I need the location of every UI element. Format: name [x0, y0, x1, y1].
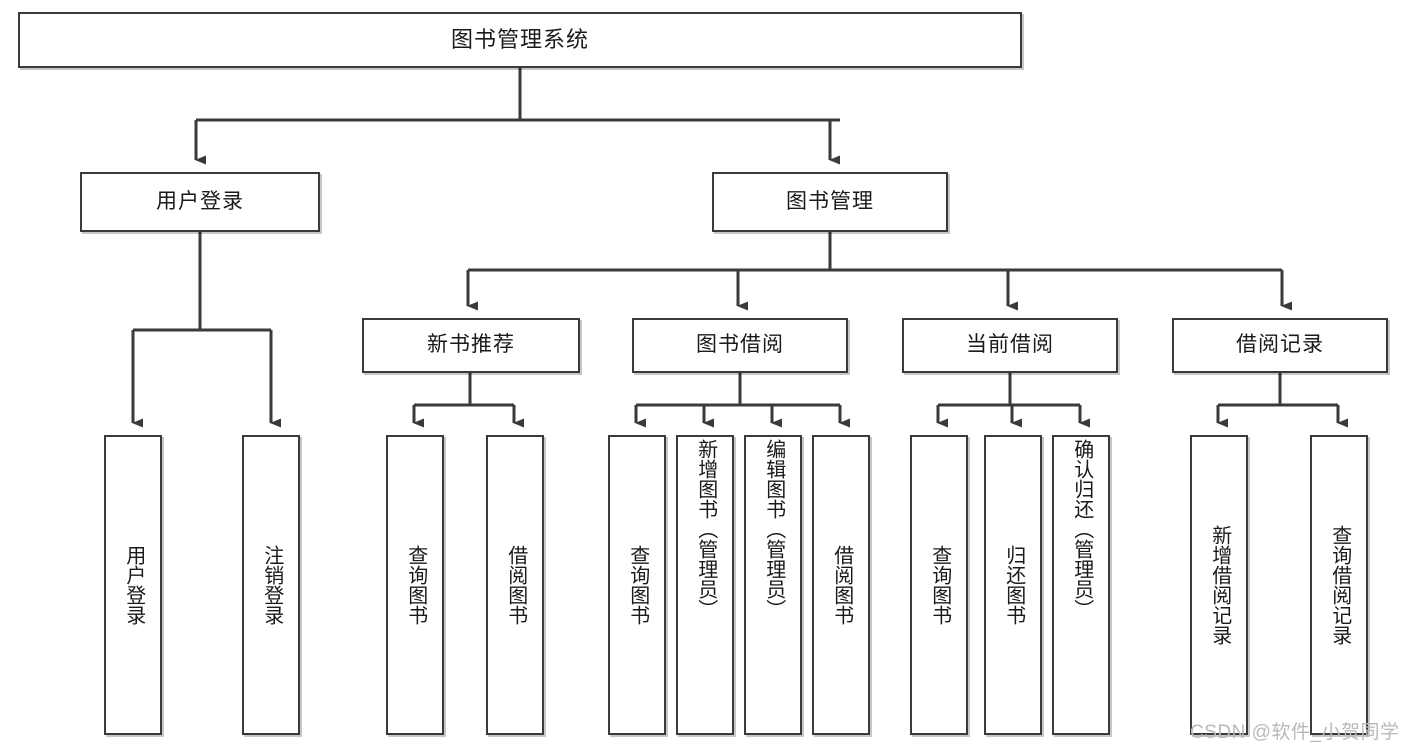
leaf-label: 查询图书 [928, 545, 951, 625]
leaf-label: 借阅图书 [504, 545, 527, 625]
node-new-book-recommend[interactable]: 新书推荐 [362, 318, 580, 373]
leaf-borrow-book-1[interactable]: 借阅图书 [486, 435, 544, 735]
leaf-label: 确认归还（管理员） [1070, 439, 1093, 619]
connector-currentborrow-to-leaves [936, 373, 1090, 428]
leaf-label: 新增图书（管理员） [694, 439, 717, 619]
leaf-label: 查询借阅记录 [1328, 525, 1351, 645]
node-user-login[interactable]: 用户登录 [80, 172, 320, 232]
connector-newbook-to-leaves [412, 373, 524, 428]
leaf-query-book-3[interactable]: 查询图书 [910, 435, 968, 735]
leaf-label: 归还图书 [1002, 545, 1025, 625]
leaf-edit-book[interactable]: 编辑图书（管理员） [744, 435, 802, 735]
node-root-system[interactable]: 图书管理系统 [18, 12, 1022, 68]
leaf-logout[interactable]: 注销登录 [242, 435, 300, 735]
leaf-label: 用户登录 [122, 545, 145, 625]
leaf-query-book-1[interactable]: 查询图书 [386, 435, 444, 735]
connector-borrowrecord-to-leaves [1216, 373, 1348, 428]
connector-bookmanage-to-level3 [466, 232, 1292, 311]
node-borrow-record[interactable]: 借阅记录 [1172, 318, 1388, 373]
leaf-label: 查询图书 [404, 545, 427, 625]
leaf-label: 查询图书 [626, 545, 649, 625]
connector-root-to-level2 [194, 68, 840, 165]
leaf-label: 借阅图书 [830, 545, 853, 625]
node-book-manage[interactable]: 图书管理 [712, 172, 948, 232]
connector-bookborrow-to-leaves [634, 373, 850, 428]
leaf-return-book[interactable]: 归还图书 [984, 435, 1042, 735]
leaf-label: 注销登录 [260, 545, 283, 625]
leaf-add-book[interactable]: 新增图书（管理员） [676, 435, 734, 735]
leaf-add-record[interactable]: 新增借阅记录 [1190, 435, 1248, 735]
leaf-label: 新增借阅记录 [1208, 525, 1231, 645]
node-current-borrow[interactable]: 当前借阅 [902, 318, 1118, 373]
leaf-label: 编辑图书（管理员） [762, 439, 785, 619]
leaf-user-login[interactable]: 用户登录 [104, 435, 162, 735]
leaf-confirm-return[interactable]: 确认归还（管理员） [1052, 435, 1110, 735]
connector-userlogin-to-leaves [131, 232, 281, 428]
leaf-query-record[interactable]: 查询借阅记录 [1310, 435, 1368, 735]
leaf-query-book-2[interactable]: 查询图书 [608, 435, 666, 735]
node-book-borrow[interactable]: 图书借阅 [632, 318, 848, 373]
leaf-borrow-book-2[interactable]: 借阅图书 [812, 435, 870, 735]
